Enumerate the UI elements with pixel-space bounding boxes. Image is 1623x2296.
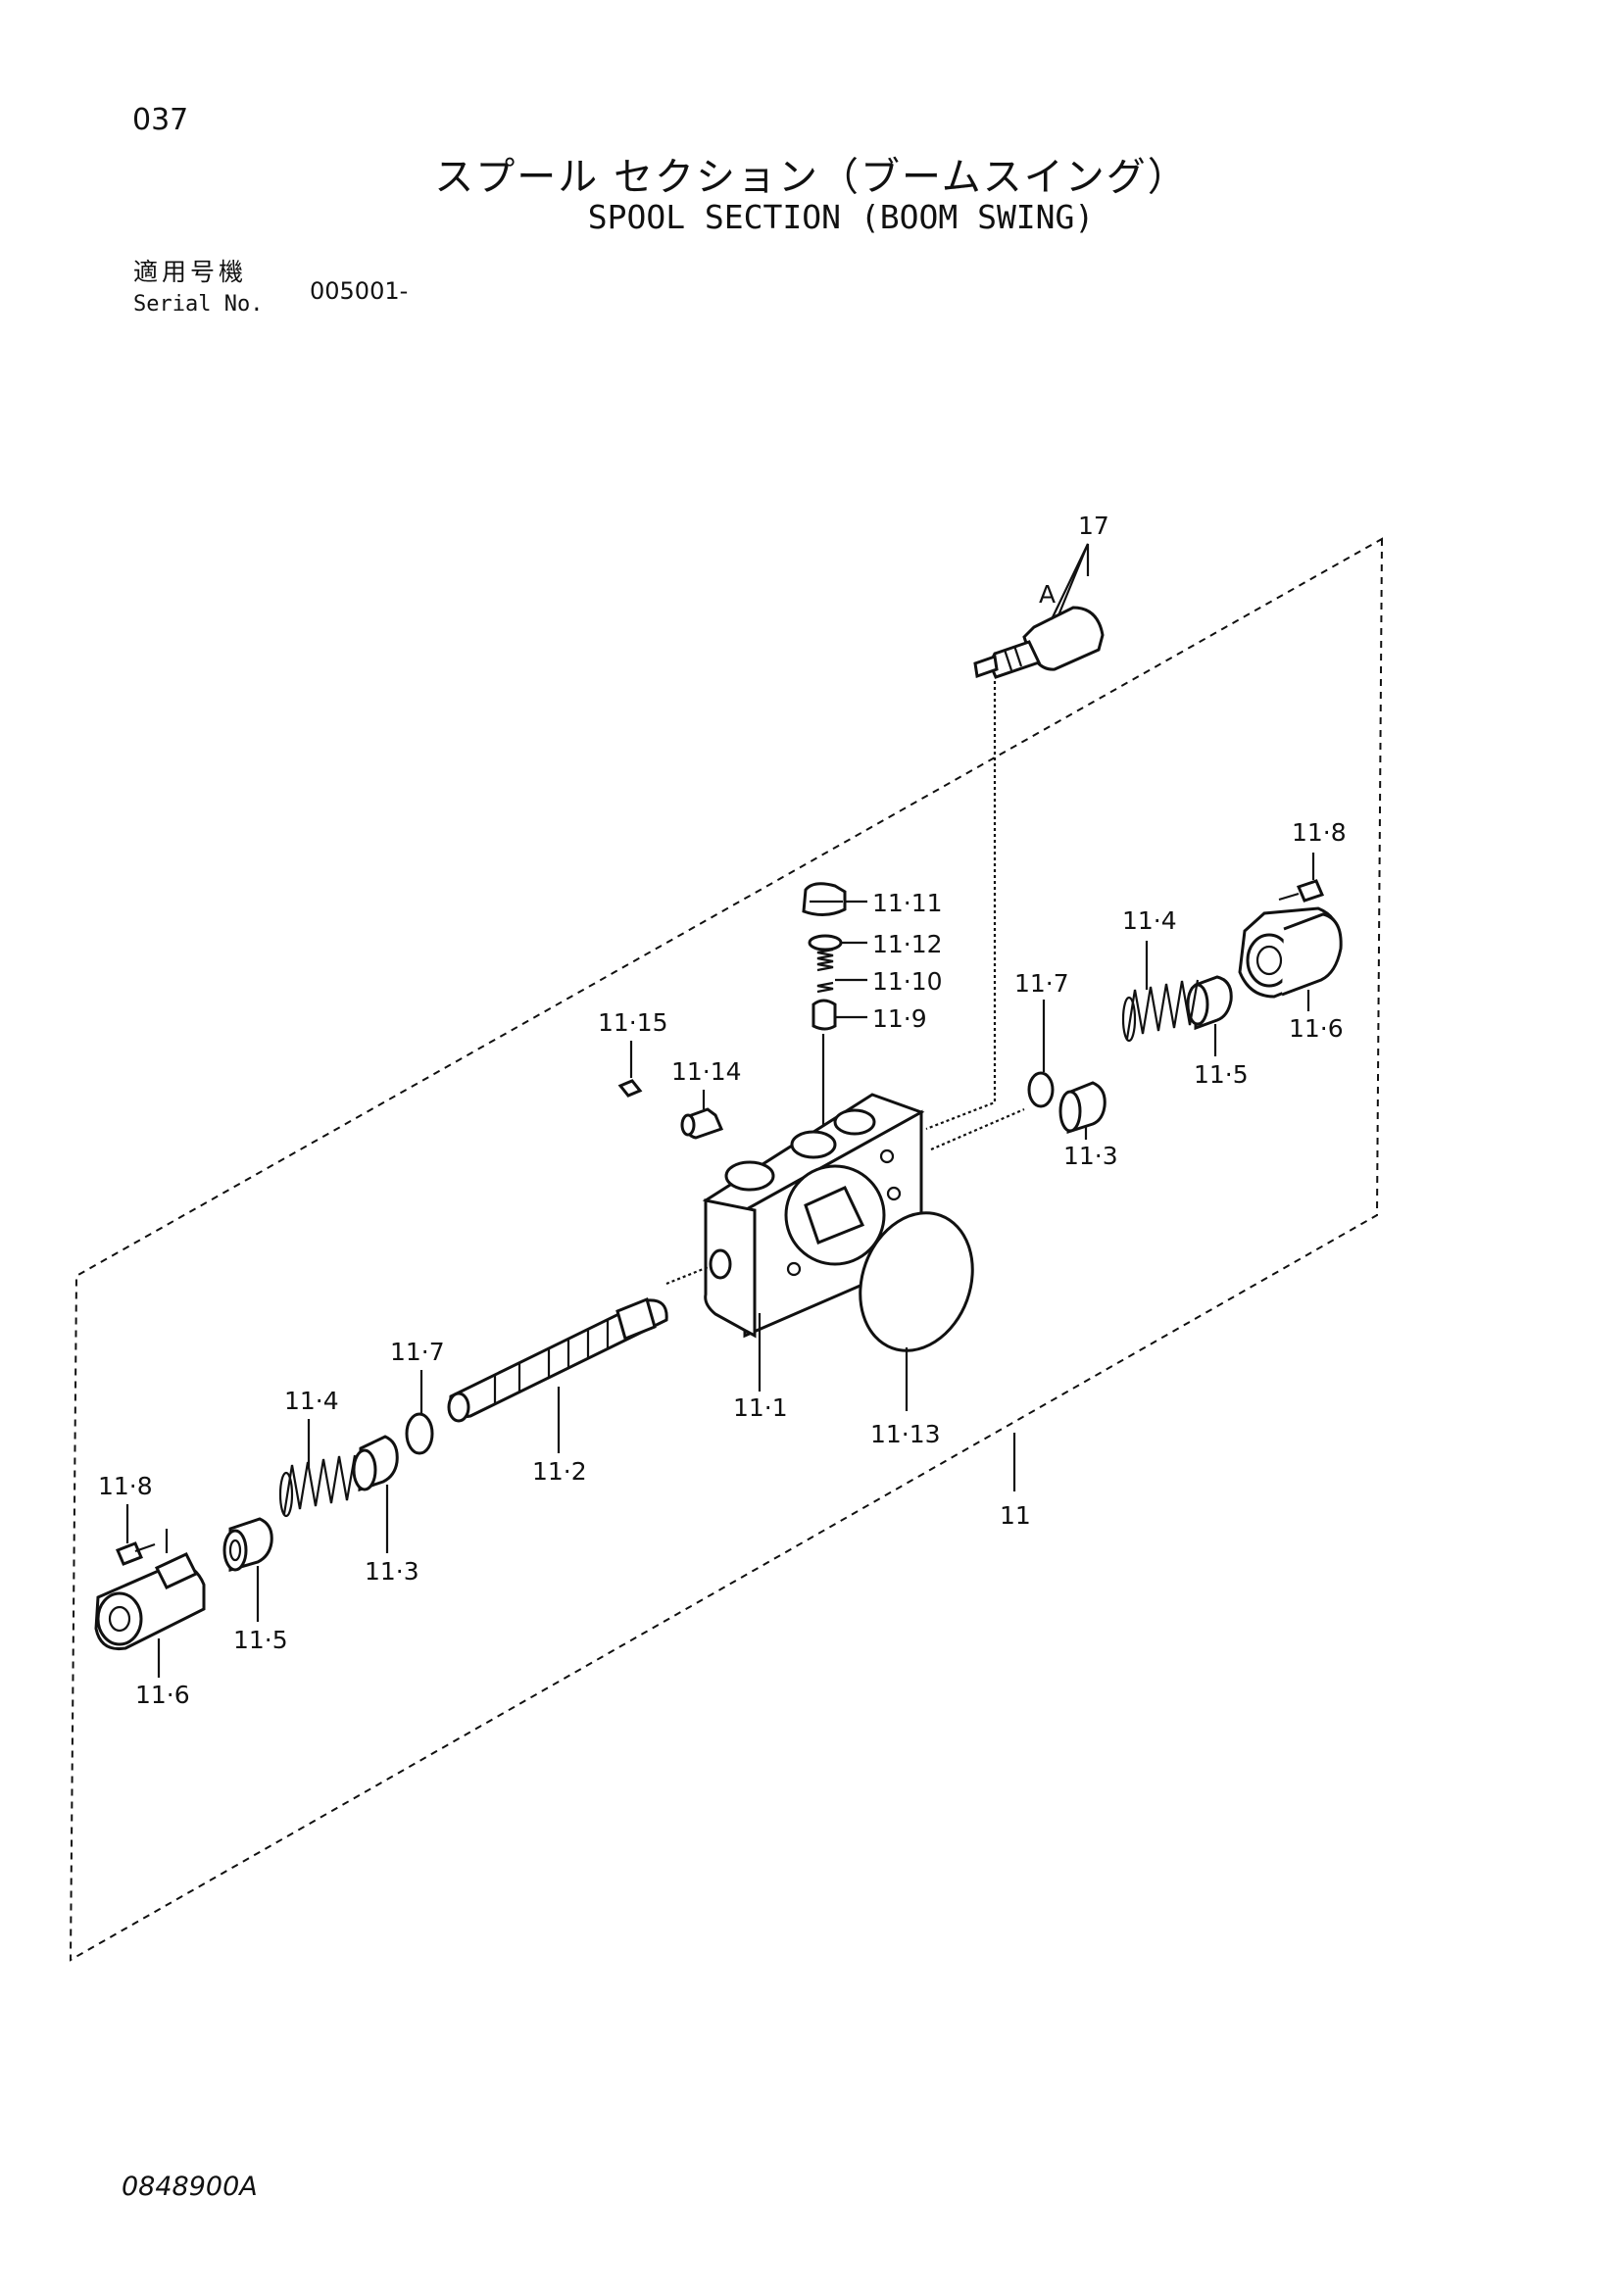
callout-17: 17 — [1078, 512, 1109, 540]
pressure-sensor-17 — [973, 606, 1105, 679]
callout-11-5-left: 11·5 — [233, 1626, 288, 1654]
callout-A: A — [1039, 580, 1056, 609]
spring-seat-11-5-left — [222, 1517, 273, 1572]
callout-11-14: 11·14 — [671, 1057, 742, 1086]
callout-11-1: 11·1 — [733, 1393, 788, 1422]
plug-11-11 — [802, 882, 847, 916]
callout-11-15: 11·15 — [598, 1008, 668, 1037]
assembly-boundary — [69, 537, 1384, 1962]
callout-11-4-right: 11·4 — [1122, 906, 1177, 935]
callout-11-8-right: 11·8 — [1292, 818, 1347, 847]
axis-line-right — [930, 1107, 1025, 1151]
callout-11-6-left: 11·6 — [135, 1681, 190, 1709]
poppet-11-9 — [812, 999, 837, 1031]
sensor-connection-line — [925, 681, 997, 1131]
axis-line-spool — [665, 1264, 712, 1286]
callout-11-4-left: 11·4 — [284, 1387, 339, 1415]
spring-11-4-left — [278, 1454, 357, 1518]
spring-11-10 — [816, 948, 834, 994]
plug-11-15 — [617, 1079, 643, 1098]
plug-11-14 — [680, 1107, 724, 1140]
spring-11-4-right — [1121, 979, 1200, 1043]
callout-11-13: 11·13 — [870, 1420, 941, 1448]
spring-seat-11-3-left — [352, 1435, 399, 1492]
callout-11-3-left: 11·3 — [365, 1557, 419, 1586]
o-ring-11-7-left — [405, 1412, 434, 1455]
page-number: 037 — [132, 103, 189, 137]
o-ring-11-7-right — [1027, 1071, 1055, 1108]
callout-11: 11 — [1000, 1501, 1031, 1530]
page-title-japanese: スプール セクション（ブームスイング） — [434, 155, 1189, 200]
callout-11-2: 11·2 — [532, 1457, 587, 1486]
callout-11-7-right: 11·7 — [1014, 969, 1069, 998]
screw-11-8-left — [116, 1541, 156, 1566]
serial-label-japanese: 適用号機 — [133, 258, 248, 286]
callout-11-10: 11·10 — [872, 967, 943, 996]
callout-11-12: 11·12 — [872, 930, 943, 958]
callout-11-8-left: 11·8 — [98, 1472, 153, 1500]
spool-11-2 — [447, 1296, 668, 1423]
end-cover-11-6-right — [1238, 906, 1343, 999]
page-title-english: SPOOL SECTION (BOOM SWING) — [587, 198, 1095, 236]
callout-11-5-right: 11·5 — [1194, 1060, 1249, 1089]
callout-11-11: 11·11 — [872, 889, 943, 917]
callout-11-9: 11·9 — [872, 1004, 927, 1033]
o-ring-11-13 — [859, 1211, 974, 1352]
serial-label: 適用号機 Serial No. — [133, 253, 263, 317]
spring-seat-11-3-right — [1058, 1081, 1107, 1135]
callout-11-7-left: 11·7 — [390, 1338, 445, 1366]
serial-number-range: 005001- — [310, 277, 409, 305]
screw-11-8-right — [1278, 879, 1325, 903]
callout-11-3-right: 11·3 — [1063, 1142, 1118, 1170]
serial-label-english: Serial No. — [133, 292, 264, 317]
o-ring-11-12 — [808, 934, 843, 952]
callout-11-6-right: 11·6 — [1289, 1014, 1344, 1043]
end-cover-11-6-left — [94, 1529, 206, 1651]
document-code: 0848900A — [122, 2172, 258, 2202]
valve-body-11-1 — [702, 1093, 925, 1339]
